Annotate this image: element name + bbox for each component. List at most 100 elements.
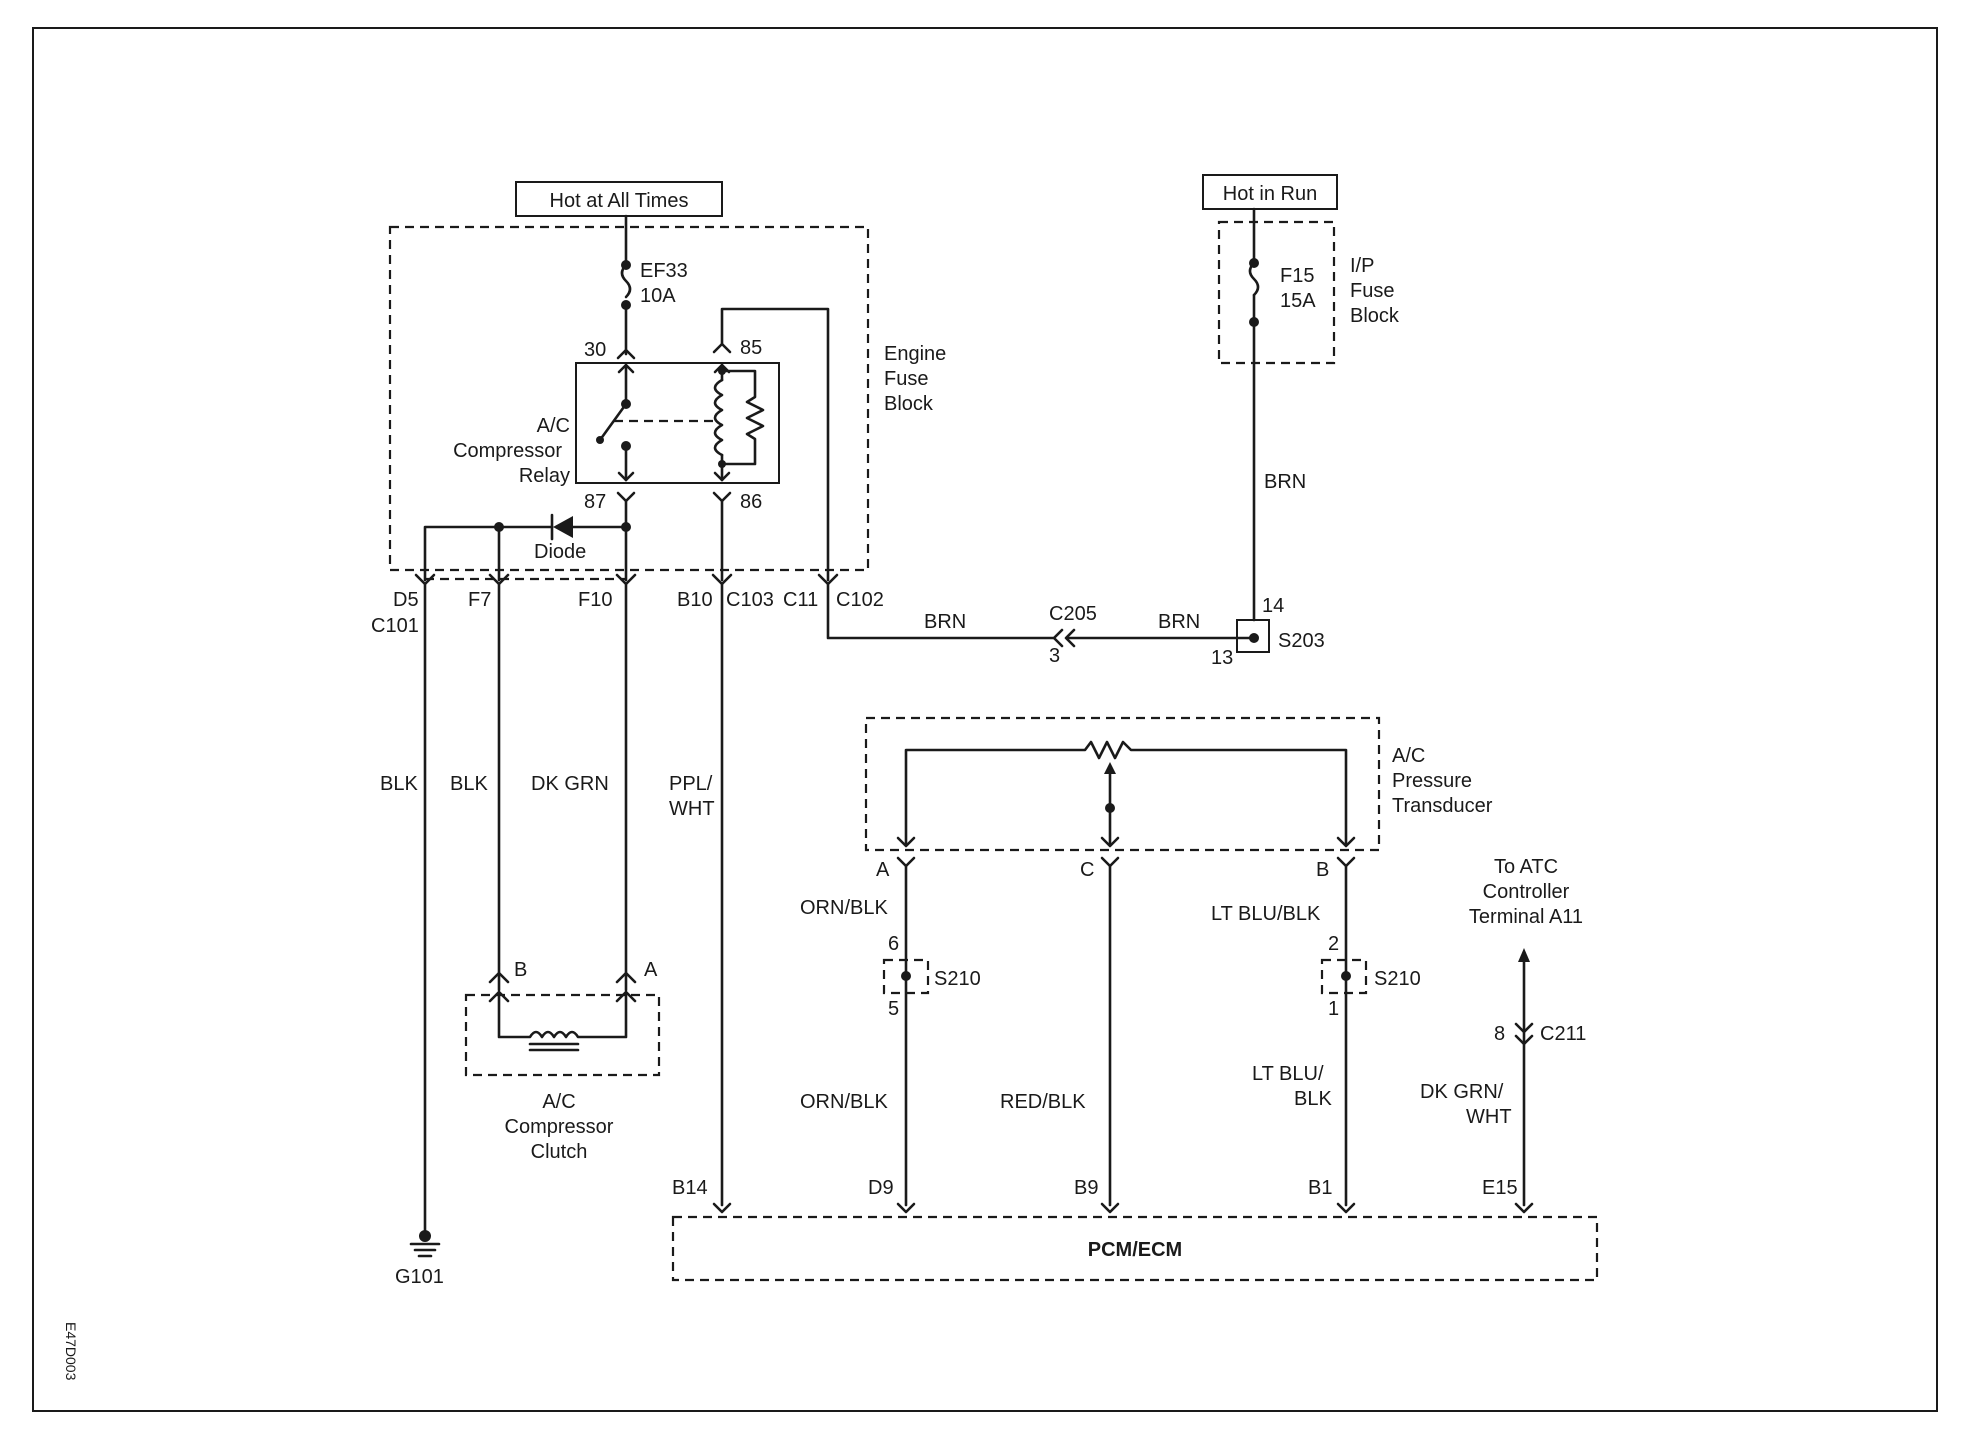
pin-85-label: 85 [740, 337, 762, 359]
engine-fuse-block-label-2: Fuse [884, 368, 928, 390]
relay-coil-symbol [713, 378, 724, 457]
transducer-inner-arrow-b [1336, 836, 1356, 848]
f15-name: F15 [1280, 265, 1314, 287]
transducer-pin-c-label: C [1080, 859, 1094, 881]
transducer-resistor-circuit [904, 740, 1348, 847]
relay-coil-arrow-bottom [713, 471, 731, 482]
wire-blk2-label: BLK [450, 773, 488, 795]
pcm-ecm-label: PCM/ECM [1088, 1239, 1182, 1261]
s210-right-splice [1320, 958, 1368, 995]
transducer-wiper-node [1105, 803, 1115, 813]
pcm-pin-b14-connector [712, 1202, 732, 1214]
pcm-pin-d9-connector [896, 1202, 916, 1214]
relay-switch-pivot [596, 436, 604, 444]
wire-brn-c205-to-c11 [826, 582, 1056, 640]
relay-label-3: Relay [519, 465, 570, 487]
relay-label-1: A/C [537, 415, 570, 437]
s210-left-node [901, 971, 911, 981]
clutch-pin-b-connector [488, 971, 510, 984]
s203-label: S203 [1278, 630, 1325, 652]
ef33-rating: 10A [640, 285, 676, 307]
relay-switch-arm [598, 402, 628, 442]
wire-lt-blu-blk-bottom-label-2: BLK [1294, 1088, 1332, 1110]
relay-switch-arrow-bottom [617, 471, 635, 482]
f15-rating: 15A [1280, 290, 1316, 312]
conn-c102-label: C102 [836, 589, 884, 611]
clutch-outline [464, 993, 661, 1077]
pcm-pin-b1-label: B1 [1308, 1177, 1332, 1199]
ip-fuse-block-outline [1217, 220, 1336, 365]
s210-right-pin2-label: 2 [1328, 933, 1339, 955]
c211-pin-label: 8 [1494, 1023, 1505, 1045]
outer-frame [32, 27, 1938, 1412]
pcm-ecm-outline [671, 1215, 1599, 1282]
pcm-pin-b1-connector [1336, 1202, 1356, 1214]
wire-blk1-label: BLK [380, 773, 418, 795]
clutch-pin-b-label: B [514, 959, 527, 981]
s210-left-pin5-label: 5 [888, 998, 899, 1020]
wire-orn-blk-top-label: ORN/BLK [800, 897, 888, 919]
s210-left-pin6-label: 6 [888, 933, 899, 955]
atc-label-3: Terminal A11 [1469, 906, 1583, 928]
wire-lt-blu-blk-bottom-label-1: LT BLU/ [1252, 1063, 1324, 1085]
ip-fuse-block-label-1: I/P [1350, 255, 1374, 277]
transducer-wiper-arrow [1104, 762, 1116, 774]
transducer-label-1: A/C [1392, 745, 1425, 767]
s210-right-node [1341, 971, 1351, 981]
pin-87-label: 87 [584, 491, 606, 513]
pin-30-label: 30 [584, 339, 606, 361]
wire-brn-right-label: BRN [1158, 611, 1200, 633]
conn-f7-label: F7 [468, 589, 491, 611]
conn-d5-label: D5 [393, 589, 419, 611]
engine-fuse-block-label-3: Block [884, 393, 934, 415]
transducer-inner-arrow-c [1100, 836, 1120, 848]
s210-left-splice [882, 958, 930, 995]
diode-label: Diode [534, 541, 586, 563]
clutch-label-3: Clutch [531, 1141, 588, 1163]
wire-ppl-wht-label-2: WHT [669, 798, 715, 820]
wire-diode-to-d5 [423, 525, 554, 582]
pcm-pin-e15-label: E15 [1482, 1177, 1518, 1199]
pcm-pin-b9-connector [1100, 1202, 1120, 1214]
s203-pin14-label: 14 [1262, 595, 1284, 617]
pcm-pin-b9-label: B9 [1074, 1177, 1098, 1199]
wire-red-blk-label: RED/BLK [1000, 1091, 1086, 1113]
conn-c103-label: C103 [726, 589, 774, 611]
conn-c11-label: C11 [783, 589, 818, 611]
atc-label-2: Controller [1483, 881, 1570, 903]
diode-symbol [553, 516, 573, 538]
transducer-label-3: Transducer [1392, 795, 1493, 817]
relay-label-2: Compressor [453, 440, 562, 462]
wire-dk-grn-label: DK GRN [531, 773, 609, 795]
pin-86-label: 86 [740, 491, 762, 513]
relay-switch-arrow-top [617, 363, 635, 374]
atc-label-1: To ATC [1494, 856, 1558, 878]
relay-resistor-branch [720, 369, 765, 466]
ip-fuse-block-label-2: Fuse [1350, 280, 1394, 302]
hot-at-all-times-box [515, 181, 723, 217]
c205-label: C205 [1049, 603, 1097, 625]
pcm-pin-b14-label: B14 [672, 1177, 708, 1199]
ef33-name: EF33 [640, 260, 688, 282]
hot-in-run-box [1202, 174, 1338, 210]
pin-30-connector [616, 348, 636, 360]
s203-pin13-label: 13 [1211, 647, 1233, 669]
wire-ppl-wht-label-1: PPL/ [669, 773, 713, 795]
hot-in-run-label: Hot in Run [1223, 183, 1318, 205]
engine-fuse-block-outline [388, 225, 870, 572]
wire-lt-blu-blk-top-label: LT BLU/BLK [1211, 903, 1321, 925]
c211-connector-bottom [1514, 1034, 1534, 1046]
f15-fuse-symbol [1248, 261, 1260, 297]
transducer-label-2: Pressure [1392, 770, 1472, 792]
s203-splice [1236, 619, 1270, 653]
ground-label: G101 [395, 1266, 444, 1288]
ground-node [419, 1230, 431, 1242]
wire-dk-grn-wht-label-1: DK GRN/ [1420, 1081, 1504, 1103]
clutch-label-1: A/C [542, 1091, 575, 1113]
s210-right-pin1-label: 1 [1328, 998, 1339, 1020]
c211-label: C211 [1540, 1023, 1586, 1045]
clutch-label-2: Compressor [505, 1116, 614, 1138]
clutch-pin-a-label: A [644, 959, 658, 981]
atc-arrow-head [1518, 948, 1530, 962]
